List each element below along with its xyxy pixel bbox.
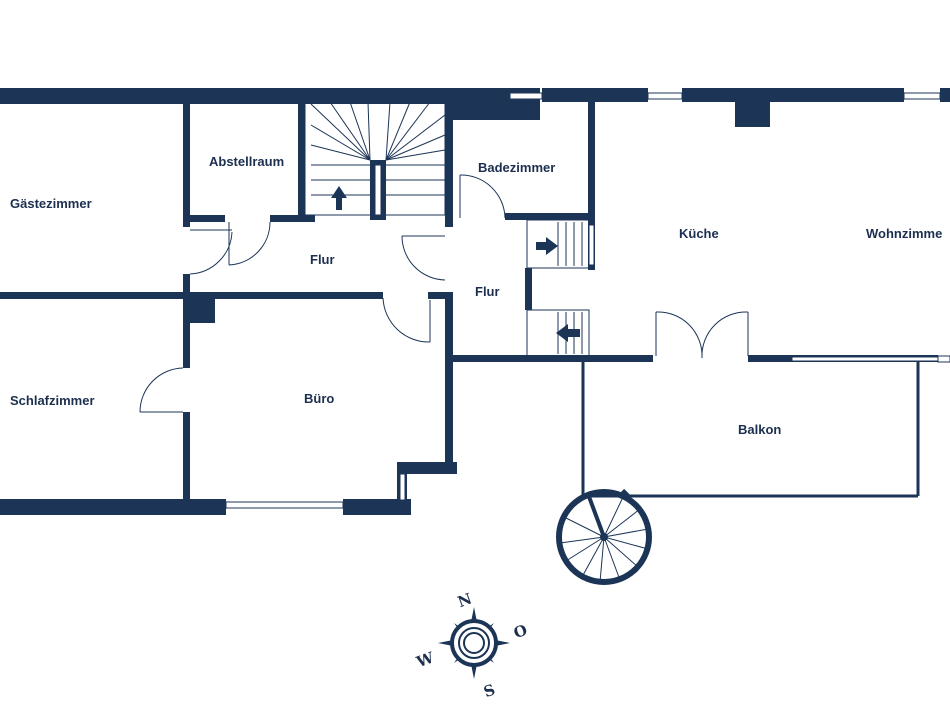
doors bbox=[139, 174, 749, 413]
balcony-outline bbox=[581, 362, 920, 498]
label-kueche: Küche bbox=[679, 226, 719, 241]
label-buero: Büro bbox=[304, 391, 334, 406]
label-gaestezimmer: Gästezimmer bbox=[10, 196, 92, 211]
windows bbox=[225, 92, 950, 509]
label-badezimmer: Badezimmer bbox=[478, 160, 555, 175]
compass-east: O bbox=[511, 621, 529, 642]
up-arrow-icon bbox=[331, 186, 347, 210]
small-staircase-upper bbox=[526, 219, 590, 269]
compass-north: N bbox=[455, 589, 474, 611]
right-arrow-icon bbox=[536, 237, 558, 255]
main-staircase bbox=[304, 99, 446, 216]
spiral-staircase bbox=[556, 488, 652, 585]
compass-icon bbox=[438, 607, 510, 679]
compass-west: W bbox=[413, 648, 437, 671]
label-balkon: Balkon bbox=[738, 422, 781, 437]
left-arrow-icon bbox=[556, 324, 580, 342]
compass-rose: N O S W bbox=[413, 589, 529, 701]
room-labels: Gästezimmer Abstellraum Badezimmer Küche… bbox=[10, 154, 942, 437]
label-flur-left: Flur bbox=[310, 252, 335, 267]
compass-south: S bbox=[481, 681, 497, 702]
label-flur-center: Flur bbox=[475, 284, 500, 299]
walls bbox=[0, 88, 950, 515]
label-abstellraum: Abstellraum bbox=[209, 154, 284, 169]
label-wohnzimmer: Wohnzimme bbox=[866, 226, 942, 241]
label-schlafzimmer: Schlafzimmer bbox=[10, 393, 95, 408]
